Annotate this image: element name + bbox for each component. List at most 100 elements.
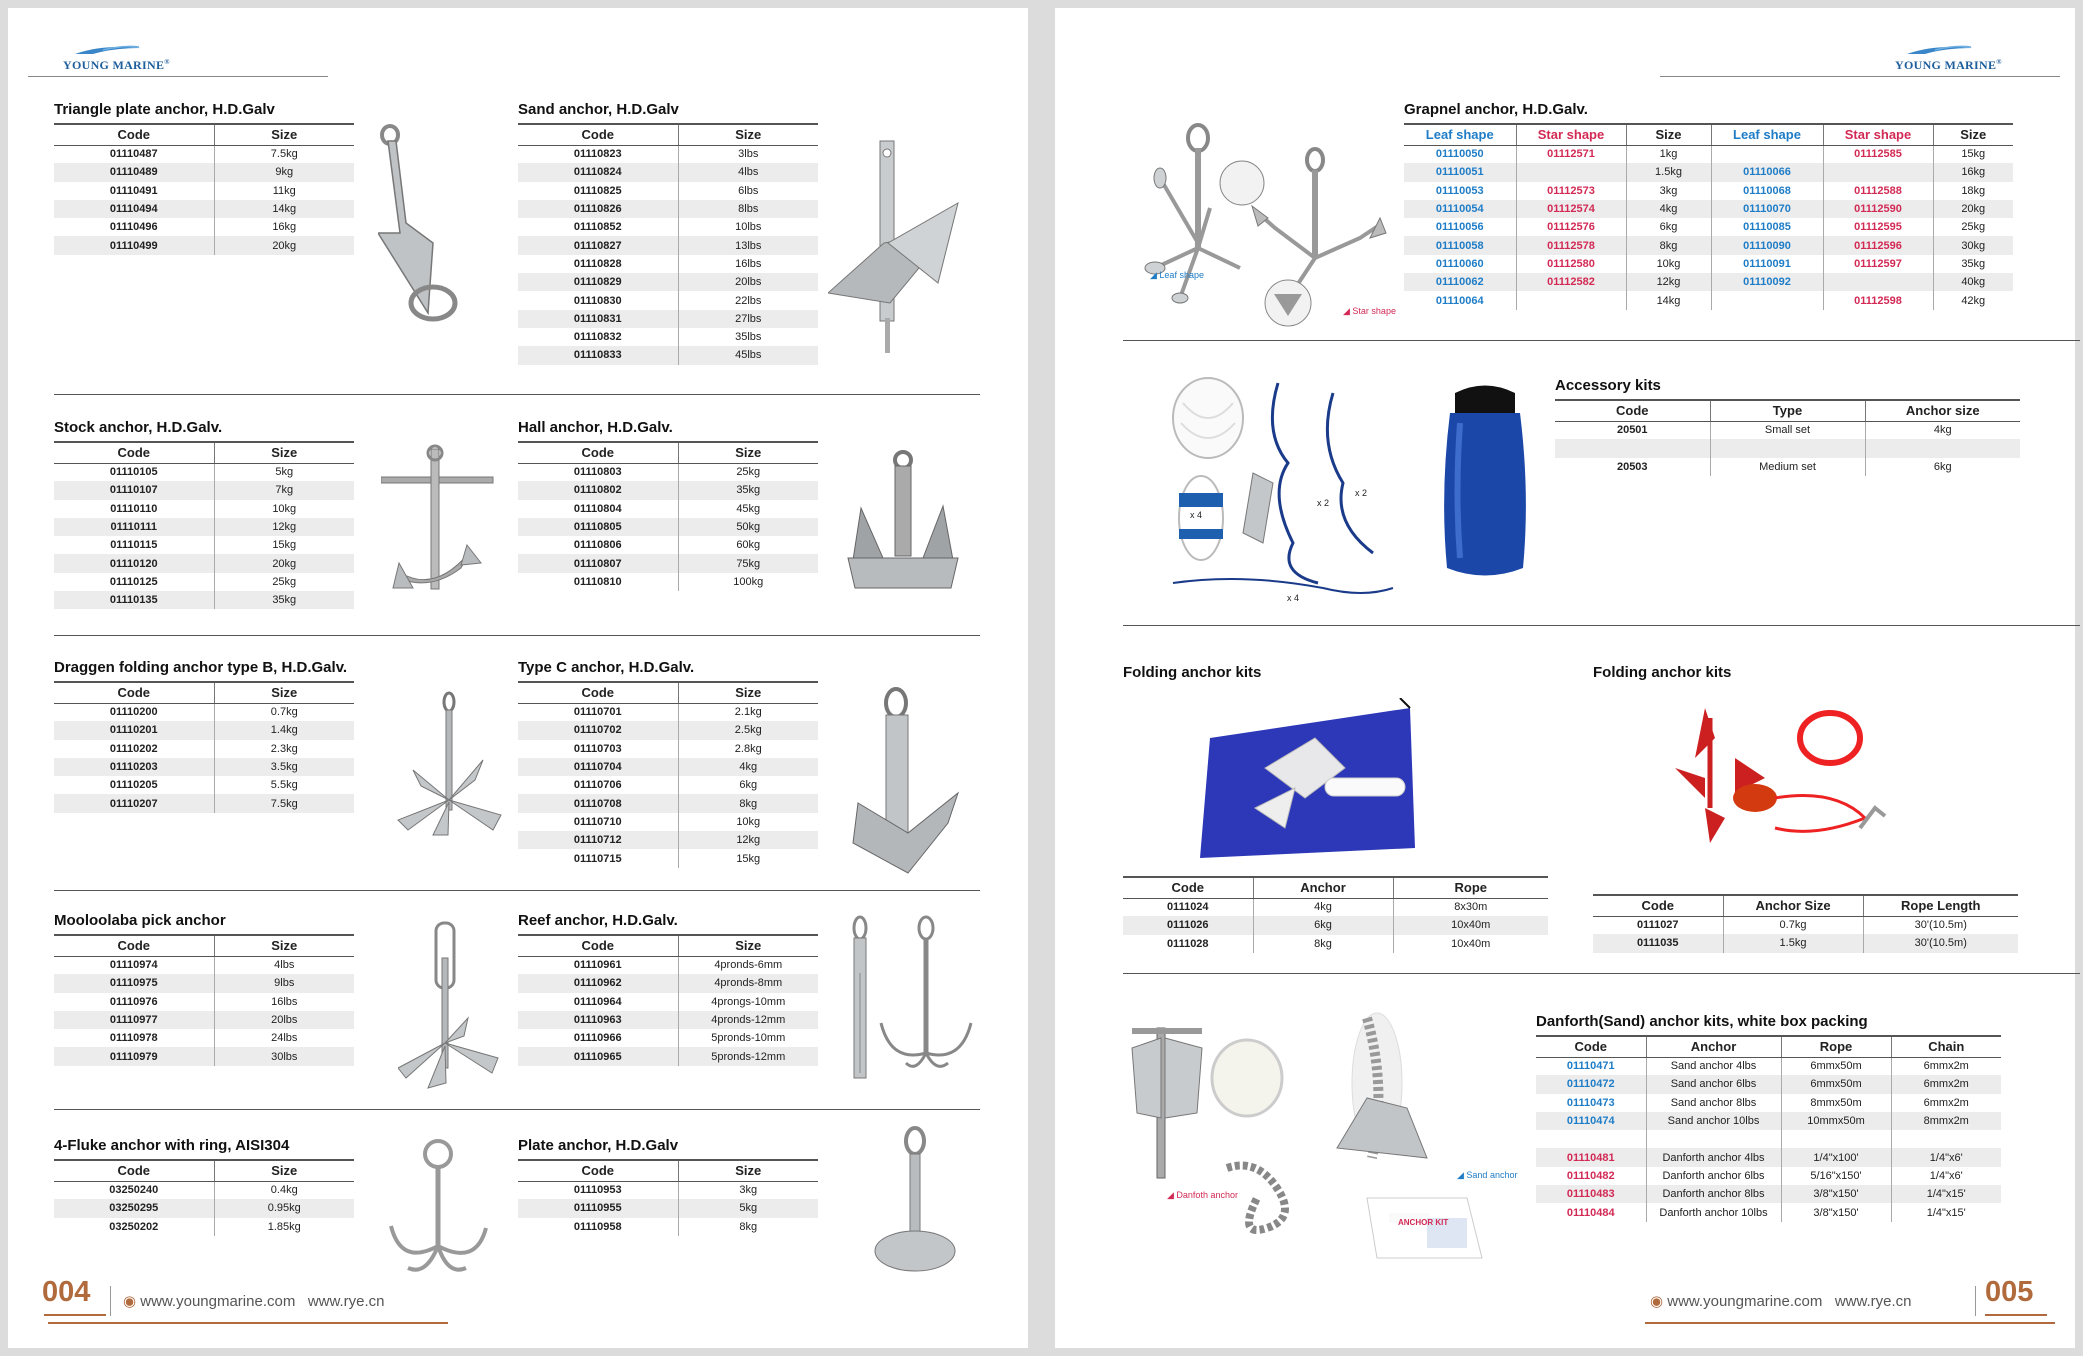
sand-anchor-icon: [828, 140, 959, 353]
column-header: Size: [677, 1159, 818, 1182]
footer-link-site1[interactable]: www.youngmarine.com: [1667, 1293, 1823, 1310]
column-header: Star shape: [1822, 123, 1933, 146]
table-cell: 01110200: [109, 706, 158, 719]
leaf-label-text: Leaf shape: [1159, 270, 1204, 280]
table-cell: 01110496: [109, 221, 158, 234]
table-cell: 01110207: [54, 794, 214, 813]
table-cell: 3kg: [677, 1181, 818, 1200]
table-cell: 25kg: [677, 463, 818, 482]
table-cell: 01112596: [1822, 236, 1933, 255]
table-cell: 20kg: [213, 236, 354, 255]
table-cell: Sand anchor 8lbs: [1645, 1093, 1781, 1112]
section-title: Hall anchor, H.D.Galv.: [518, 419, 673, 436]
column-header: Anchor: [1645, 1035, 1781, 1058]
table-cell: 35kg: [213, 591, 354, 610]
table-cell: 01110974: [109, 959, 158, 972]
table-cell: 10mmx50m: [1780, 1111, 1891, 1131]
section-danforth: Danforth(Sand) anchor kits, white box pa…: [1536, 1012, 2001, 1222]
table-cell: 20503: [1616, 460, 1648, 473]
hall-anchor-icon: [847, 450, 959, 589]
section-title: Sand anchor, H.D.Galv: [518, 101, 679, 118]
table-cell: 01110966: [573, 1032, 622, 1045]
brand-name: YOUNG MARINE: [1895, 58, 1997, 72]
plate-anchor-icon: [874, 1126, 956, 1272]
column-header: Size: [213, 681, 354, 704]
table-cell: 01110471: [1566, 1060, 1615, 1073]
brand-reg: ®: [1996, 58, 2002, 66]
table-cell: 01110053: [1435, 184, 1484, 197]
table-cell: 01112571: [1515, 145, 1626, 164]
table-cell: 01110706: [573, 779, 622, 792]
column-header: Anchor: [1252, 876, 1393, 899]
table-cell: 01110481: [1536, 1148, 1646, 1167]
table-cell: 01110964: [573, 995, 622, 1008]
table-cell: [1822, 273, 1933, 292]
danforth-label-text: Danfoth anchor: [1176, 1190, 1238, 1200]
table-cell: 0.7kg: [213, 703, 354, 722]
table-cell: 2.8kg: [677, 739, 818, 758]
table-cell: 1/4"x100': [1780, 1148, 1891, 1167]
table-cell: 6kg: [1864, 457, 2020, 476]
table-cell: 4kg: [677, 757, 818, 777]
table-cell: 5.5kg: [213, 776, 354, 795]
footer-link-site2[interactable]: www.rye.cn: [307, 1293, 385, 1310]
folding-anchor-bag-icon: [1200, 698, 1415, 858]
table-cell: 0111035: [1593, 934, 1723, 953]
column-header: Code: [54, 1159, 214, 1182]
table-cell: [1536, 1130, 1646, 1148]
footer-link-site1[interactable]: www.youngmarine.com: [140, 1293, 296, 1310]
table-cell: 01112574: [1515, 199, 1626, 219]
table-cell: 01110474: [1536, 1111, 1646, 1131]
footer-link-site2[interactable]: www.rye.cn: [1834, 1293, 1912, 1310]
table-cell: 01110830: [573, 294, 622, 307]
table-cell: 30kg: [1932, 236, 2013, 255]
table-cell: 3/8"x150': [1780, 1203, 1891, 1222]
column-header: Code: [1555, 399, 1710, 422]
table-cell: 4prongs-10mm: [677, 992, 818, 1011]
table-cell: 01110827: [518, 236, 678, 255]
star-label-text: Star shape: [1352, 306, 1396, 316]
table-row: 01110953 3kg: [518, 1181, 818, 1200]
table-cell: 6mmx2m: [1890, 1057, 2001, 1076]
table-cell: 01110975: [54, 974, 214, 993]
table-cell: 01110832: [573, 331, 622, 344]
column-header: Code: [518, 123, 678, 146]
table-cell: 01110826: [518, 199, 678, 219]
table-cell: 7.5kg: [213, 794, 354, 813]
table-cell: 01110965: [518, 1047, 678, 1066]
globe-icon: ◉: [1650, 1293, 1664, 1310]
table-cell: 6mmx50m: [1780, 1057, 1891, 1076]
table-cell: 20501: [1616, 424, 1648, 437]
table-cell: 30'(10.5m): [1862, 934, 2018, 953]
table-cell: 01110953: [573, 1184, 622, 1197]
table-cell: 0111024: [1166, 901, 1209, 914]
table-cell: 1.4kg: [213, 721, 354, 740]
column-header: Code: [1123, 876, 1253, 899]
accessory-label-x4b: x 4: [1287, 593, 1300, 603]
table-cell: 3/8"x150': [1780, 1185, 1891, 1204]
table-cell: 01110491: [109, 184, 158, 197]
sand-label-text: Sand anchor: [1466, 1170, 1518, 1180]
grapnel-star-label: ◢ Star shape: [1343, 306, 1396, 316]
column-header: Size: [213, 934, 354, 957]
column-header: Code: [1536, 1035, 1646, 1058]
